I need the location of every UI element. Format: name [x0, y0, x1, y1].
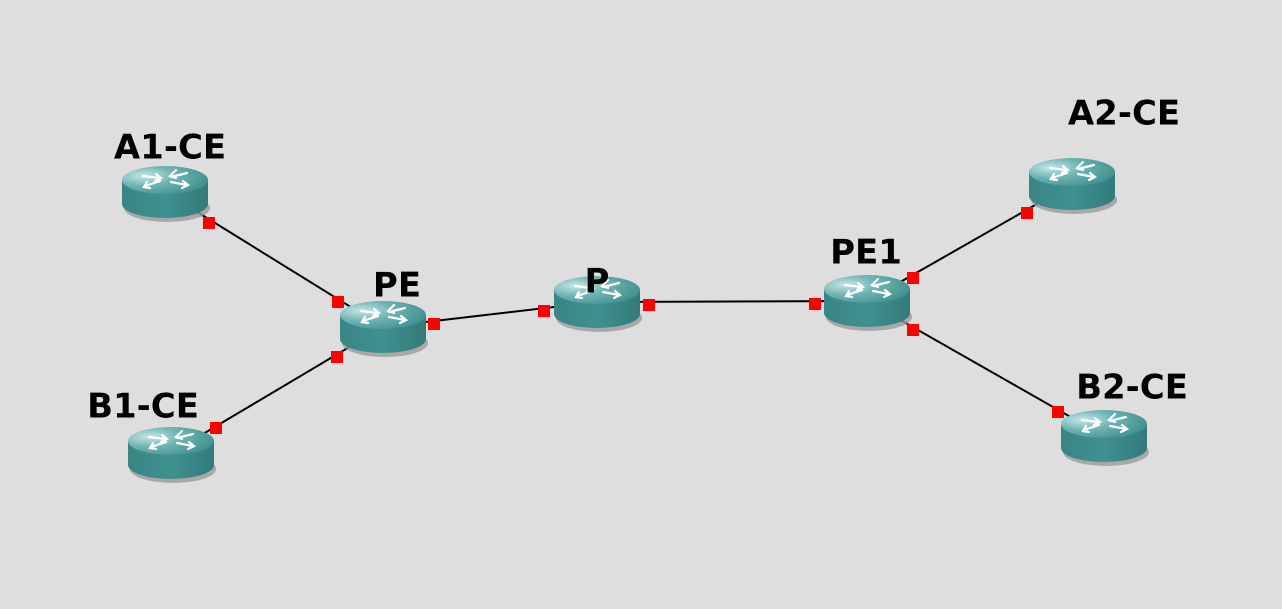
router-b1ce[interactable]	[128, 427, 216, 483]
router-b2ce[interactable]	[1061, 410, 1149, 466]
link-p-pe1[interactable]	[596, 300, 868, 303]
port-marker-pe-p[interactable]	[428, 318, 440, 330]
nodes-layer: A1-CE B1-CE PE P PE1 A2-CE B2-CE	[87, 94, 1188, 483]
port-marker-pe1-p[interactable]	[809, 298, 821, 310]
port-marker-pe1-b2ce[interactable]	[907, 324, 919, 336]
label-p: P	[585, 262, 610, 302]
label-b1ce: B1-CE	[87, 387, 199, 427]
router-pe1[interactable]	[824, 275, 912, 331]
router-pe[interactable]	[340, 301, 428, 357]
router-a2ce[interactable]	[1029, 158, 1117, 214]
port-marker-pe1-a2ce[interactable]	[907, 272, 919, 284]
router-icon	[573, 278, 623, 300]
port-marker-pe-a1ce[interactable]	[332, 296, 344, 308]
router-icon	[359, 303, 409, 325]
port-marker-pe-b1ce[interactable]	[331, 351, 343, 363]
port-marker-a1ce-pe[interactable]	[203, 217, 215, 229]
router-a1ce[interactable]	[122, 166, 210, 222]
port-marker-b2ce-pe1[interactable]	[1052, 406, 1064, 418]
label-pe: PE	[373, 266, 421, 306]
port-marker-a2ce-pe1[interactable]	[1021, 207, 1033, 219]
router-icon	[147, 429, 197, 451]
port-marker-p-pe[interactable]	[538, 305, 550, 317]
port-marker-p-pe1[interactable]	[643, 299, 655, 311]
router-icon	[1048, 160, 1098, 182]
label-pe1: PE1	[830, 233, 902, 273]
router-icon	[141, 168, 191, 190]
router-icon	[843, 277, 893, 299]
label-b2ce: B2-CE	[1076, 368, 1188, 408]
ports-layer	[203, 207, 1064, 434]
router-p[interactable]	[554, 276, 642, 332]
label-a1ce: A1-CE	[114, 128, 226, 168]
port-marker-b1ce-pe[interactable]	[210, 422, 222, 434]
router-icon	[1080, 412, 1130, 434]
label-a2ce: A2-CE	[1068, 94, 1180, 134]
